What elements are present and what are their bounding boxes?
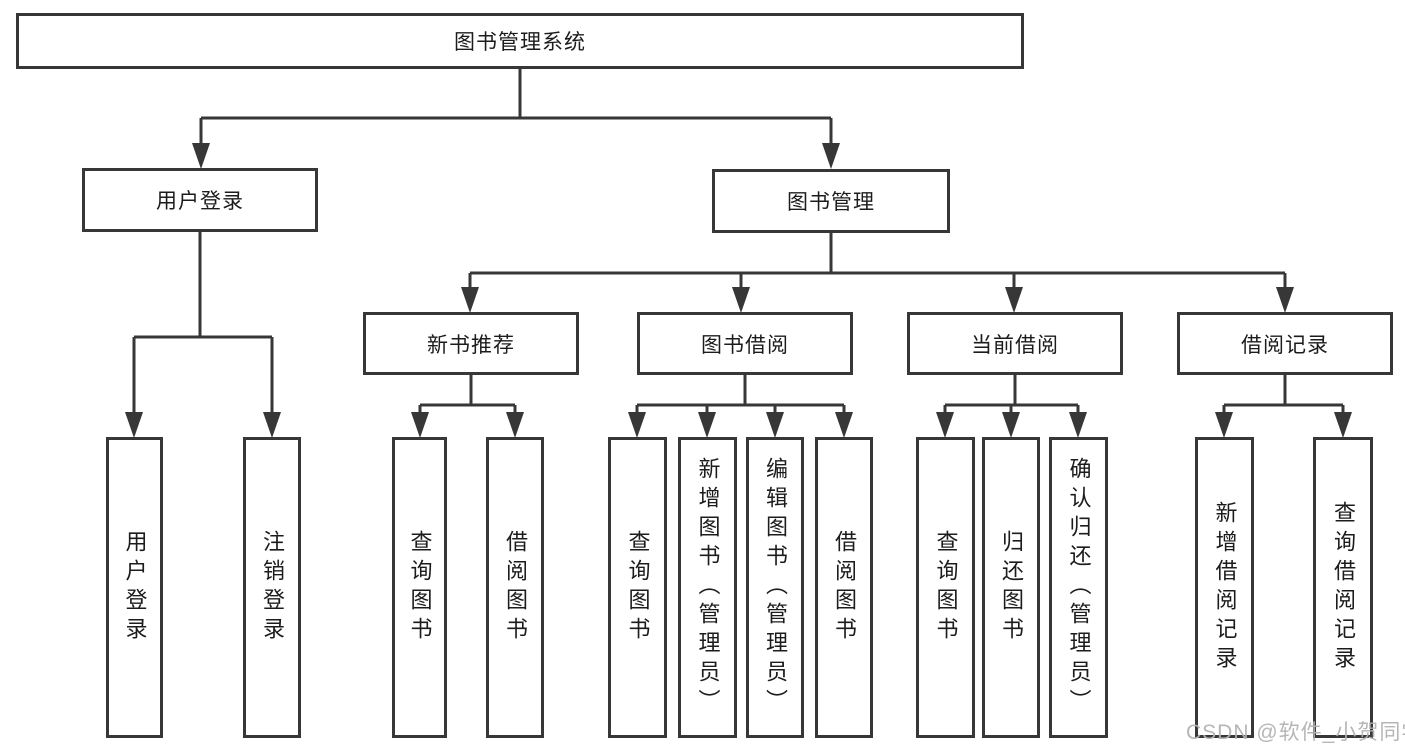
leaf-query-borrow-record: 查询借阅记录: [1313, 437, 1373, 738]
node-book-borrow-label: 图书借阅: [701, 333, 789, 357]
node-borrow-records: 借阅记录: [1177, 312, 1393, 375]
leaf-borrow-books-recommend-label: 借阅图书: [503, 529, 528, 646]
leaf-query-books-recommend: 查询图书: [392, 437, 447, 738]
leaf-logout-label: 注销登录: [260, 529, 285, 646]
node-root: 图书管理系统: [16, 13, 1024, 69]
leaf-edit-book-admin: 编辑图书（管理员）: [746, 437, 804, 738]
node-user-login-branch: 用户登录: [82, 168, 318, 232]
leaf-add-book-admin-label: 新增图书（管理员）: [695, 457, 721, 718]
leaf-query-books-borrow: 查询图书: [608, 437, 667, 738]
leaf-query-books-current-label: 查询图书: [933, 529, 959, 646]
leaf-edit-book-admin-label: 编辑图书（管理员）: [763, 457, 788, 718]
leaf-borrow-books-recommend: 借阅图书: [486, 437, 544, 738]
leaf-query-books-current: 查询图书: [916, 437, 975, 738]
leaf-logout: 注销登录: [243, 437, 301, 738]
node-user-login-branch-label: 用户登录: [156, 190, 244, 213]
leaf-add-borrow-record: 新增借阅记录: [1195, 437, 1254, 738]
leaf-return-book: 归还图书: [982, 437, 1040, 738]
node-new-book-recommend: 新书推荐: [363, 312, 579, 375]
csdn-watermark: CSDN @软件_小贺同学: [1186, 721, 1405, 744]
leaf-confirm-return-admin: 确认归还（管理员）: [1049, 437, 1108, 738]
leaf-add-borrow-record-label: 新增借阅记录: [1212, 500, 1238, 675]
leaf-user-login: 用户登录: [106, 437, 163, 738]
node-book-borrow: 图书借阅: [637, 312, 853, 375]
leaf-return-book-label: 归还图书: [999, 529, 1024, 646]
node-book-management-label: 图书管理: [787, 191, 875, 214]
node-root-label: 图书管理系统: [454, 31, 586, 54]
node-current-borrow: 当前借阅: [907, 312, 1123, 375]
leaf-borrow-books: 借阅图书: [815, 437, 873, 738]
node-current-borrow-label: 当前借阅: [971, 333, 1059, 357]
node-borrow-records-label: 借阅记录: [1241, 333, 1329, 357]
node-book-management: 图书管理: [712, 169, 950, 233]
leaf-query-borrow-record-label: 查询借阅记录: [1331, 500, 1356, 675]
leaf-query-books-recommend-label: 查询图书: [407, 529, 433, 646]
leaf-query-books-borrow-label: 查询图书: [625, 529, 651, 646]
leaf-confirm-return-admin-label: 确认归还（管理员）: [1066, 457, 1092, 718]
leaf-user-login-label: 用户登录: [122, 529, 148, 646]
leaf-borrow-books-label: 借阅图书: [832, 529, 857, 646]
node-new-book-recommend-label: 新书推荐: [427, 333, 515, 357]
leaf-add-book-admin: 新增图书（管理员）: [678, 437, 737, 738]
